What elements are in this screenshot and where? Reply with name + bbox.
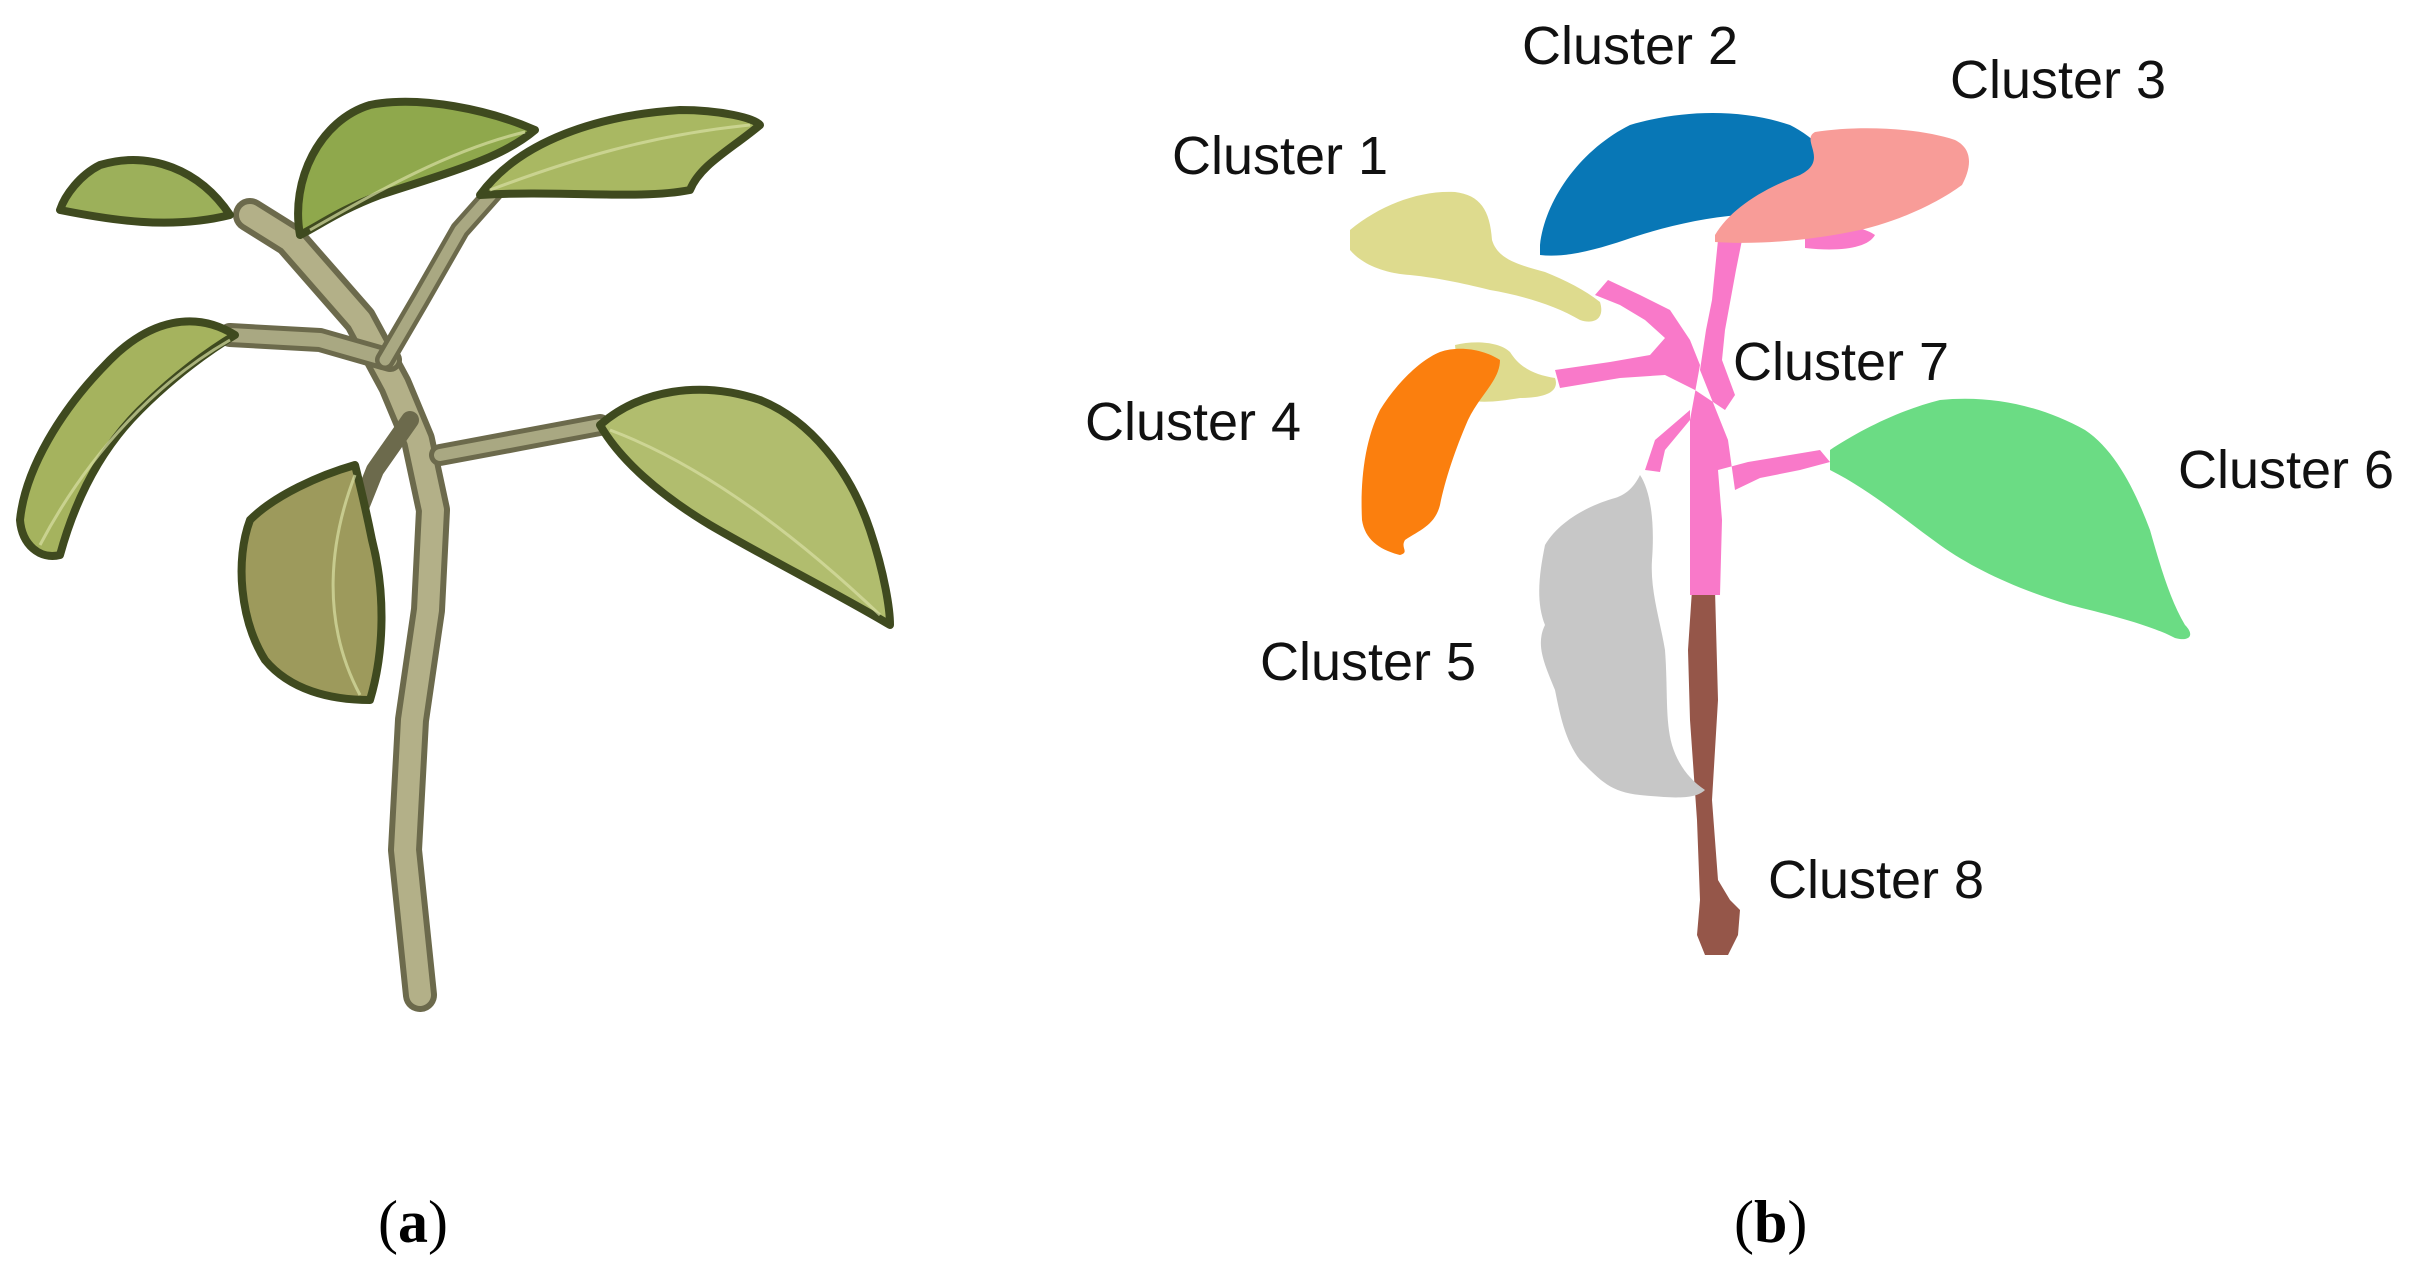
cluster-6-label: Cluster 6	[2178, 440, 2394, 500]
cluster-5-shape	[1539, 475, 1705, 798]
panel-b-caption-open: (	[1734, 1189, 1754, 1255]
panel-a-caption-open: (	[378, 1189, 398, 1255]
panel-b-caption-close: )	[1787, 1189, 1807, 1255]
panel-b-clusters: Cluster 1 Cluster 2 Cluster 3 Cluster 4 …	[1085, 16, 2394, 955]
vein-top-right	[489, 123, 751, 192]
main-stem-inner	[239, 204, 444, 1006]
cluster-7-stem-main	[1555, 190, 1830, 595]
cluster-2-label: Cluster 2	[1522, 16, 1738, 76]
cluster-6-shape	[1830, 398, 2191, 640]
cluster-labels: Cluster 1 Cluster 2 Cluster 3 Cluster 4 …	[1085, 16, 2394, 910]
branch-right-inner	[434, 419, 606, 461]
leaf-lower	[237, 461, 386, 704]
cluster-5-label: Cluster 5	[1260, 632, 1476, 692]
vein-lower	[331, 474, 362, 696]
panel-a-plant-photo	[16, 97, 894, 1012]
cluster-3-shape	[1715, 128, 1970, 243]
leaf-top-left	[56, 156, 234, 227]
cluster-1-label: Cluster 1	[1172, 126, 1388, 186]
branch-left-inner	[223, 328, 397, 367]
cluster-4-shape	[1361, 348, 1500, 555]
cluster-4-label: Cluster 4	[1085, 392, 1301, 452]
vein-right	[609, 428, 882, 617]
panel-a-caption: (a)	[378, 1189, 448, 1255]
cluster-7-label: Cluster 7	[1733, 332, 1949, 392]
panel-a-caption-close: )	[428, 1189, 448, 1255]
cluster-8-label: Cluster 8	[1768, 850, 1984, 910]
leaf-veins	[38, 123, 882, 696]
vein-left	[38, 338, 231, 546]
cluster-2-shape	[1540, 112, 1845, 256]
panel-b-caption: (b)	[1734, 1189, 1807, 1255]
leaf-top-right	[476, 106, 764, 199]
vein-top-center	[309, 130, 526, 232]
branch-upper-inner	[379, 179, 506, 366]
cluster-1-shape	[1350, 191, 1602, 322]
leaf-right	[596, 385, 894, 629]
plant-stems	[218, 175, 611, 1012]
panel-a-caption-letter: a	[398, 1189, 428, 1255]
cluster-8-shape	[1688, 590, 1740, 955]
cluster-3-label: Cluster 3	[1950, 50, 2166, 110]
panel-b-caption-letter: b	[1754, 1189, 1787, 1255]
